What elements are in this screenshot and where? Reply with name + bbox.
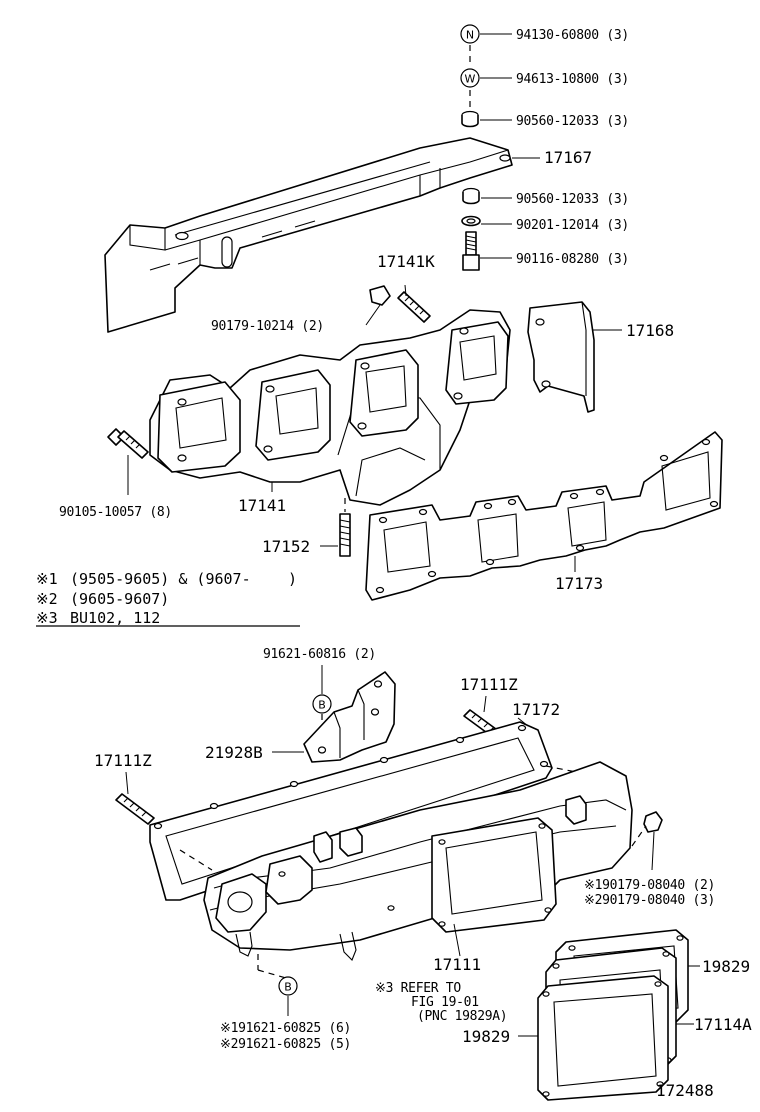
nut-90179: 90179-10214 (2) xyxy=(211,285,391,334)
gasket-19829-bottom: 19829 xyxy=(462,975,669,1101)
note-1-mark: ※1 xyxy=(36,570,58,588)
insulator-17168: 17168 xyxy=(527,301,674,413)
stud-17152: 17152 xyxy=(262,498,351,557)
part-number-17111: 17111 xyxy=(433,955,481,974)
part-number-17111Z-left: 17111Z xyxy=(94,751,152,770)
part-number-90179: 90179-10214 (2) xyxy=(211,319,324,334)
bolt-91621-60825: B ※191621-60825 (6) ※291621-60825 (5) xyxy=(220,954,351,1052)
note-2-mark: ※2 xyxy=(36,590,58,608)
note-1-close: ) xyxy=(288,570,297,588)
part-number-21928B: 21928B xyxy=(205,743,263,762)
refer-note: ※3 REFER TO FIG 19-01 (PNC 19829A) xyxy=(375,981,508,1024)
heat-insulator-17167: 17167 xyxy=(104,137,592,333)
note-3-text: BU102, 112 xyxy=(70,609,160,627)
part-number-290179: ※290179-08040 (3) xyxy=(584,893,715,908)
part-number-19829-top: 19829 xyxy=(702,957,750,976)
part-number-94613: 94613-10800 (3) xyxy=(516,72,629,87)
part-number-17152: 17152 xyxy=(262,537,310,556)
part-number-17111Z-top: 17111Z xyxy=(460,675,518,694)
washer-94613: W 94613-10800 (3) xyxy=(460,68,629,88)
part-number-17141: 17141 xyxy=(238,496,286,515)
bracket-21928B: 21928B xyxy=(205,671,396,763)
part-number-17172: 17172 xyxy=(512,700,560,719)
bolt-90116: 90116-08280 (3) xyxy=(462,231,629,271)
part-number-90560-a: 90560-12033 (3) xyxy=(516,114,629,129)
gasket-17172: 17172 xyxy=(149,700,560,901)
gasket-17173: 17173 xyxy=(365,431,723,601)
refer-line-3: (PNC 19829A) xyxy=(417,1009,507,1024)
bolt-91621-60816: 91621-60816 (2) B xyxy=(263,647,376,738)
part-number-17141K: 17141K xyxy=(377,252,435,271)
notes-legend: ※1 (9505-9605) & (9607- ) ※2 (9605-9607)… xyxy=(36,570,300,627)
nut-94130: N 94130-60800 (3) xyxy=(460,24,629,44)
bolt-90105: 90105-10057 (8) xyxy=(59,428,172,520)
part-number-191621: ※191621-60825 (6) xyxy=(220,1021,351,1036)
part-number-91621-a: 91621-60816 (2) xyxy=(263,647,376,662)
spacer-90560-a: 90560-12033 (3) xyxy=(461,110,629,129)
refer-line-1: ※3 REFER TO xyxy=(375,981,461,996)
intake-manifold-17111: 17111 xyxy=(203,761,633,974)
bolt-symbol-a: B xyxy=(318,699,326,712)
part-number-190179: ※190179-08040 (2) xyxy=(584,878,715,893)
nut-90179-08040: ※190179-08040 (2) ※290179-08040 (3) xyxy=(584,811,715,908)
part-number-291621: ※291621-60825 (5) xyxy=(220,1037,351,1052)
part-number-90105: 90105-10057 (8) xyxy=(59,505,172,520)
washer-symbol: W xyxy=(465,73,476,86)
part-number-17173: 17173 xyxy=(555,574,603,593)
exhaust-manifold-17141: 17141 xyxy=(149,309,511,515)
note-3-mark: ※3 xyxy=(36,609,58,627)
bolt-symbol-b: B xyxy=(284,981,292,994)
stud-17141K: 17141K xyxy=(377,252,435,323)
note-2-text: (9605-9607) xyxy=(70,590,169,608)
part-number-17168: 17168 xyxy=(626,321,674,340)
nut-symbol: N xyxy=(466,29,474,42)
part-number-90116: 90116-08280 (3) xyxy=(516,252,629,267)
note-1-text: (9505-9605) & (9607- xyxy=(70,570,251,588)
spacer-90560-b: 90560-12033 (3) xyxy=(462,187,629,207)
part-number-90560-b: 90560-12033 (3) xyxy=(516,192,629,207)
refer-line-2: FIG 19-01 xyxy=(411,995,479,1010)
part-number-17114A: 17114A xyxy=(694,1015,752,1034)
part-number-94130: 94130-60800 (3) xyxy=(516,28,629,43)
part-number-90201: 90201-12014 (3) xyxy=(516,218,629,233)
figure-number: 172488 xyxy=(656,1081,714,1100)
washer-90201: 90201-12014 (3) xyxy=(461,215,629,233)
part-number-17167: 17167 xyxy=(544,148,592,167)
stud-17111Z-left: 17111Z xyxy=(94,751,155,825)
part-number-19829-bottom: 19829 xyxy=(462,1027,510,1046)
